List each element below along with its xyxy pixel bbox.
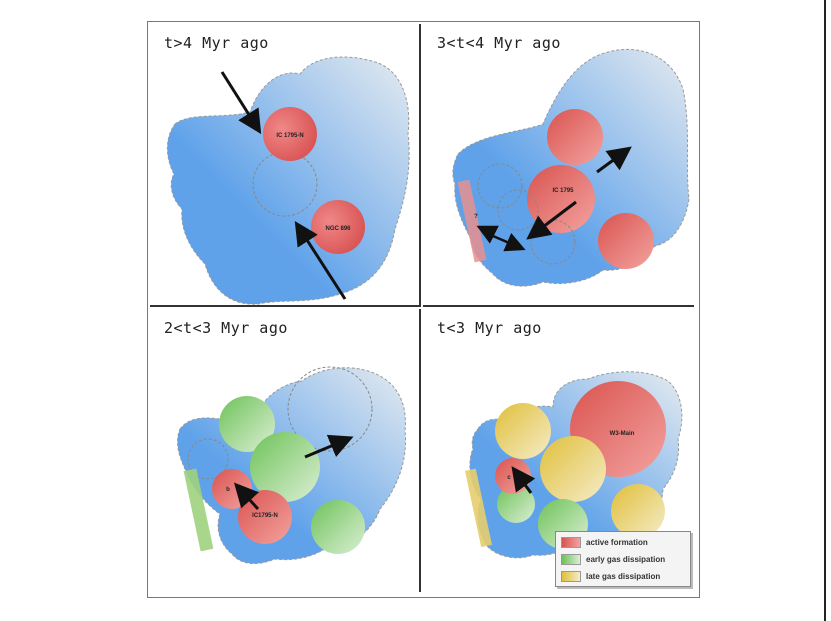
cluster-label: W3-Main (610, 431, 635, 437)
legend-label: active formation (586, 537, 648, 547)
motion-arrow (220, 71, 262, 135)
motion-arrow (294, 220, 347, 300)
legend-label: late gas dissipation (586, 571, 661, 581)
right-edge-line (824, 0, 826, 621)
dispersed-region (497, 189, 539, 231)
panel-title: t>4 Myr ago (164, 34, 269, 52)
legend-swatch (561, 570, 581, 582)
cluster-label: IC 1795 (552, 188, 574, 194)
cluster-label: c (507, 475, 511, 481)
motion-arrow (511, 466, 536, 494)
cluster-circle (495, 403, 551, 459)
legend-item-active: active formation (561, 535, 648, 549)
unknown-label: ? (474, 214, 478, 220)
cluster-circle (495, 458, 531, 494)
panel-t-gt-4: IC 1795-N NGC 896 t>4 Myr ago (150, 24, 421, 307)
motion-arrow (476, 225, 499, 244)
cluster-label: b (226, 487, 230, 493)
legend-item-early: early gas dissipation (561, 552, 665, 566)
evolution-figure: IC 1795-N NGC 896 t>4 Myr ago ? IC 1795 … (147, 21, 700, 598)
cluster-circle (598, 213, 654, 269)
panel-title: 3<t<4 Myr ago (437, 34, 561, 52)
dispersed-region (187, 438, 229, 480)
legend-label: early gas dissipation (586, 554, 666, 564)
dispersed-region (477, 163, 523, 209)
motion-arrow (526, 200, 577, 240)
dispersed-region (530, 219, 576, 265)
bar-region (183, 468, 214, 552)
cluster-circle (250, 432, 320, 502)
legend: active formation early gas dissipation l… (555, 531, 691, 587)
panel-t-lt-3: c W3-Main t<3 Myr ago active formation e… (423, 309, 694, 592)
motion-arrow (596, 146, 632, 174)
motion-arrow (304, 434, 354, 459)
cluster-circle (311, 200, 365, 254)
molecular-cloud (166, 56, 410, 305)
legend-swatch (561, 553, 581, 565)
legend-swatch (561, 536, 581, 548)
cluster-circle (611, 484, 665, 538)
cluster-circle (527, 165, 595, 233)
panel-3-to-4: ? IC 1795 3<t<4 Myr ago (423, 24, 694, 307)
cluster-circle (547, 109, 603, 165)
legend-item-late: late gas dissipation (561, 569, 660, 583)
cluster-circle (540, 436, 606, 502)
cluster-circle (311, 500, 365, 554)
motion-arrow (233, 482, 260, 511)
panel-title: 2<t<3 Myr ago (164, 319, 288, 337)
cluster-label: NGC 896 (325, 226, 351, 232)
cluster-label: IC1795-N (252, 513, 278, 519)
bar-region (465, 468, 492, 548)
cluster-label: IC 1795-N (276, 133, 303, 139)
cluster-circle (497, 485, 535, 523)
cluster-circle (219, 396, 275, 452)
panel-2-to-3: b IC1795-N 2<t<3 Myr ago (150, 309, 421, 592)
panel-title: t<3 Myr ago (437, 319, 542, 337)
cluster-circle (263, 107, 317, 161)
